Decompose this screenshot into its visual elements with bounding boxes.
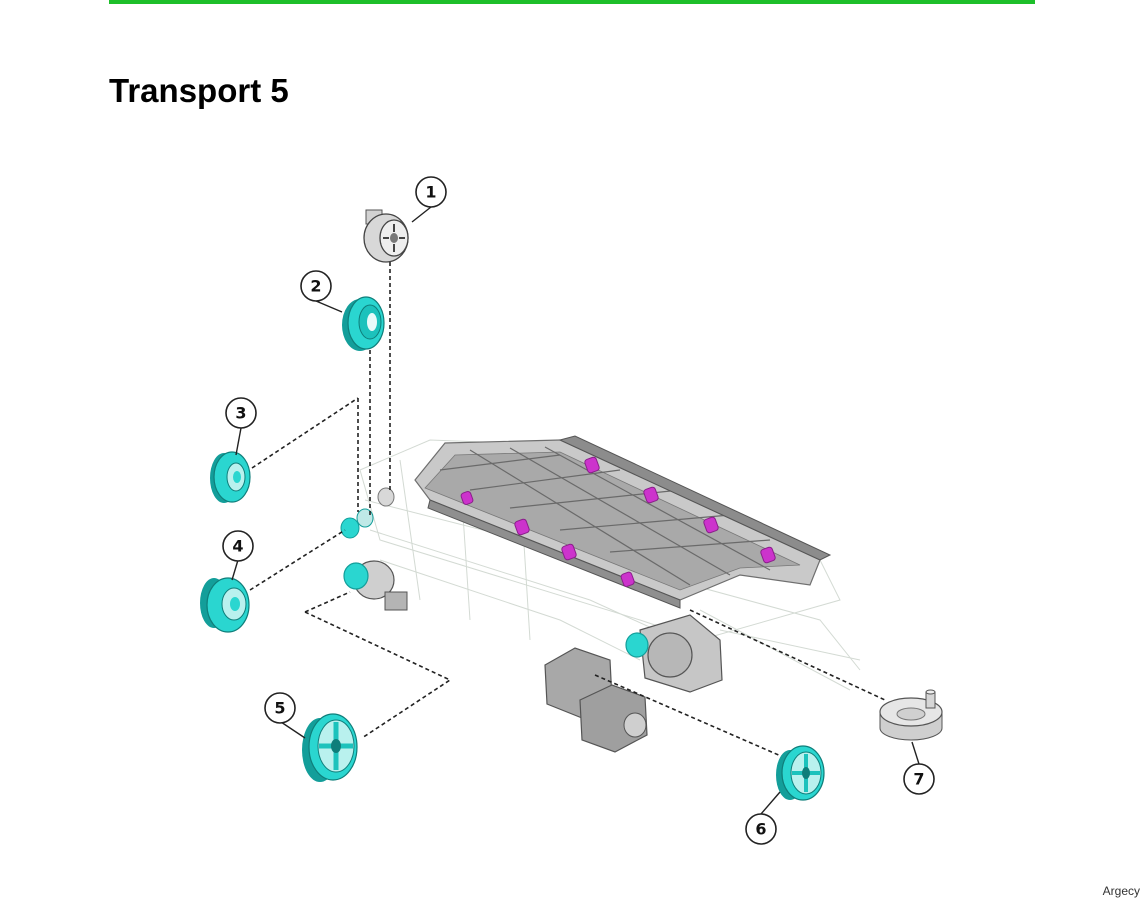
watermark-text: Argecy <box>1102 884 1140 898</box>
callout-1: 1 <box>415 176 447 208</box>
svg-text:6: 6 <box>755 820 766 839</box>
svg-text:1: 1 <box>425 183 436 202</box>
part-5-wheel <box>302 713 358 782</box>
svg-text:7: 7 <box>913 770 924 789</box>
svg-text:2: 2 <box>310 277 321 296</box>
center-motor-assembly <box>544 614 723 753</box>
callout-7: 7 <box>903 763 935 795</box>
transport-rollers <box>460 456 776 587</box>
callout-5: 5 <box>264 692 296 724</box>
part-7-disc <box>879 689 943 741</box>
callout-leader-lines <box>249 262 886 761</box>
part-2-pulley <box>342 296 385 351</box>
callout-pointers <box>231 206 920 815</box>
part-6-wheel <box>776 745 825 801</box>
drive-gear-cluster <box>340 487 395 539</box>
callout-3: 3 <box>225 397 257 429</box>
svg-text:3: 3 <box>235 404 246 423</box>
page-title: Transport 5 <box>109 72 289 109</box>
part-3-gear <box>210 451 251 503</box>
part-1-gear <box>363 209 409 263</box>
transport-tray-frame <box>414 435 832 609</box>
svg-text:4: 4 <box>232 537 243 556</box>
callout-6: 6 <box>745 813 777 845</box>
svg-text:5: 5 <box>274 699 285 718</box>
left-drive-motor <box>343 560 408 611</box>
part-4-gear <box>200 577 250 633</box>
callout-4: 4 <box>222 530 254 562</box>
callout-2: 2 <box>300 270 332 302</box>
top-green-rule <box>109 0 1035 4</box>
